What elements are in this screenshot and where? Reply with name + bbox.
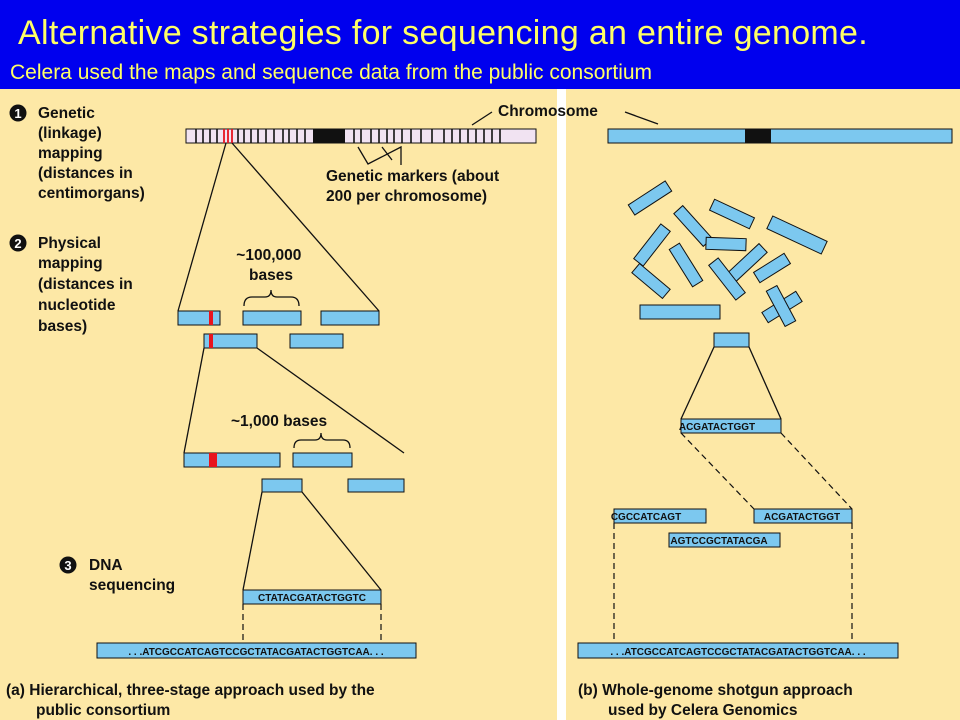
scale-1k-brace	[293, 432, 351, 449]
sequence-read-3	[668, 532, 781, 548]
zoom-line	[231, 142, 380, 312]
step-1-marker: 1	[9, 104, 27, 122]
zoom-line	[256, 347, 405, 454]
zoom-line	[177, 142, 227, 312]
full-sequence-box-left	[96, 642, 417, 659]
step-3-label: DNA sequencing	[89, 557, 175, 594]
shotgun-fragment	[765, 284, 797, 328]
physical-map-segment	[242, 310, 302, 326]
chromosome-banded	[185, 128, 537, 144]
svg-text:3: 3	[64, 558, 71, 573]
panel-left-background	[0, 89, 557, 720]
svg-text:1: 1	[14, 106, 21, 121]
chromosome-plain	[607, 128, 953, 144]
slide-title: Alternative strategies for sequencing an…	[18, 14, 868, 52]
dashed-guide	[680, 432, 755, 510]
shotgun-fragment	[708, 257, 746, 301]
full-sequence-text-left: . . .ATCGCCATCAGTCCGCTATACGATACTGGTCAA. …	[128, 647, 384, 658]
markers-pointer	[357, 145, 402, 165]
shotgun-fragment	[639, 304, 721, 320]
scale-1k-label: ~1,000 bases	[231, 413, 327, 430]
shotgun-fragment	[668, 242, 704, 288]
sequence-contig	[292, 452, 353, 468]
sequenced-fragment-text: CTATACGATACTGGTC	[258, 593, 366, 604]
sequence-contig	[183, 452, 281, 468]
shotgun-fragment	[627, 180, 673, 216]
chromosome-label-pointer	[471, 111, 493, 126]
genetic-marker-red	[209, 453, 217, 467]
chromosome-label: Chromosome	[498, 103, 598, 120]
zoom-line	[301, 491, 382, 591]
slide-header: Alternative strategies for sequencing an…	[0, 0, 960, 89]
step-3-marker: 3	[59, 556, 77, 574]
markers-pointer-2	[381, 146, 393, 161]
genetic-marker-red	[209, 334, 213, 348]
physical-map-segment	[177, 310, 221, 326]
genetic-marker-red	[209, 311, 213, 325]
genome-sequencing-diagram: 1 Genetic (linkage) mapping (distances i…	[0, 89, 960, 720]
sequence-read-1	[613, 508, 707, 524]
chromosome-label-pointer-right	[624, 111, 659, 125]
step-1-label: Genetic (linkage) mapping (distances in …	[38, 105, 145, 202]
full-sequence-text-right: . . .ATCGCCATCAGTCCGCTATACGATACTGGTCAA. …	[610, 647, 866, 658]
physical-map-segment	[203, 333, 258, 349]
caption-b: (b) Whole-genome shotgun approach used b…	[578, 682, 857, 719]
sequence-read-2	[753, 508, 853, 524]
shotgun-fragment	[708, 198, 756, 230]
genetic-markers-label: Genetic markers (about 200 per chromosom…	[326, 168, 503, 205]
step-2-label: Physical mapping (distances in nucleotid…	[38, 235, 137, 335]
slide-subtitle: Celera used the maps and sequence data f…	[10, 61, 653, 84]
zoom-line	[748, 346, 782, 420]
shotgun-fragment	[766, 215, 828, 255]
zoom-line	[242, 491, 263, 591]
dashed-guide	[780, 432, 853, 510]
sequence-read-2-text: ACGATACTGGT	[764, 512, 840, 523]
shotgun-fragment	[705, 236, 747, 252]
physical-map-segment	[320, 310, 380, 326]
sequence-read-1-text: CGCCATCAGT	[611, 512, 681, 523]
panel-right-background	[566, 89, 960, 720]
step-2-marker: 2	[9, 234, 27, 252]
scale-100k-brace	[243, 289, 300, 307]
sequenced-fragment-box	[242, 589, 382, 605]
scale-100k-label: ~100,000 bases	[236, 247, 305, 284]
shotgun-fragment	[631, 262, 671, 300]
full-sequence-box-right	[577, 642, 899, 659]
physical-map-segment	[289, 333, 344, 349]
sequence-read-3-text: AGTCCGCTATACGA	[670, 536, 767, 547]
shotgun-fragments	[627, 180, 828, 328]
svg-text:2: 2	[14, 236, 21, 251]
sequence-contig	[261, 478, 303, 493]
fragment-top-text: ACGATACTGGT	[679, 422, 755, 433]
shotgun-fragment	[752, 252, 792, 284]
shotgun-fragment	[633, 223, 671, 267]
zoom-line	[680, 346, 715, 420]
caption-a: (a) Hierarchical, three-stage approach u…	[6, 682, 379, 719]
selected-fragment	[713, 332, 750, 348]
fragment-top-box	[680, 418, 782, 434]
zoom-line	[183, 347, 205, 454]
sequence-contig	[347, 478, 405, 493]
